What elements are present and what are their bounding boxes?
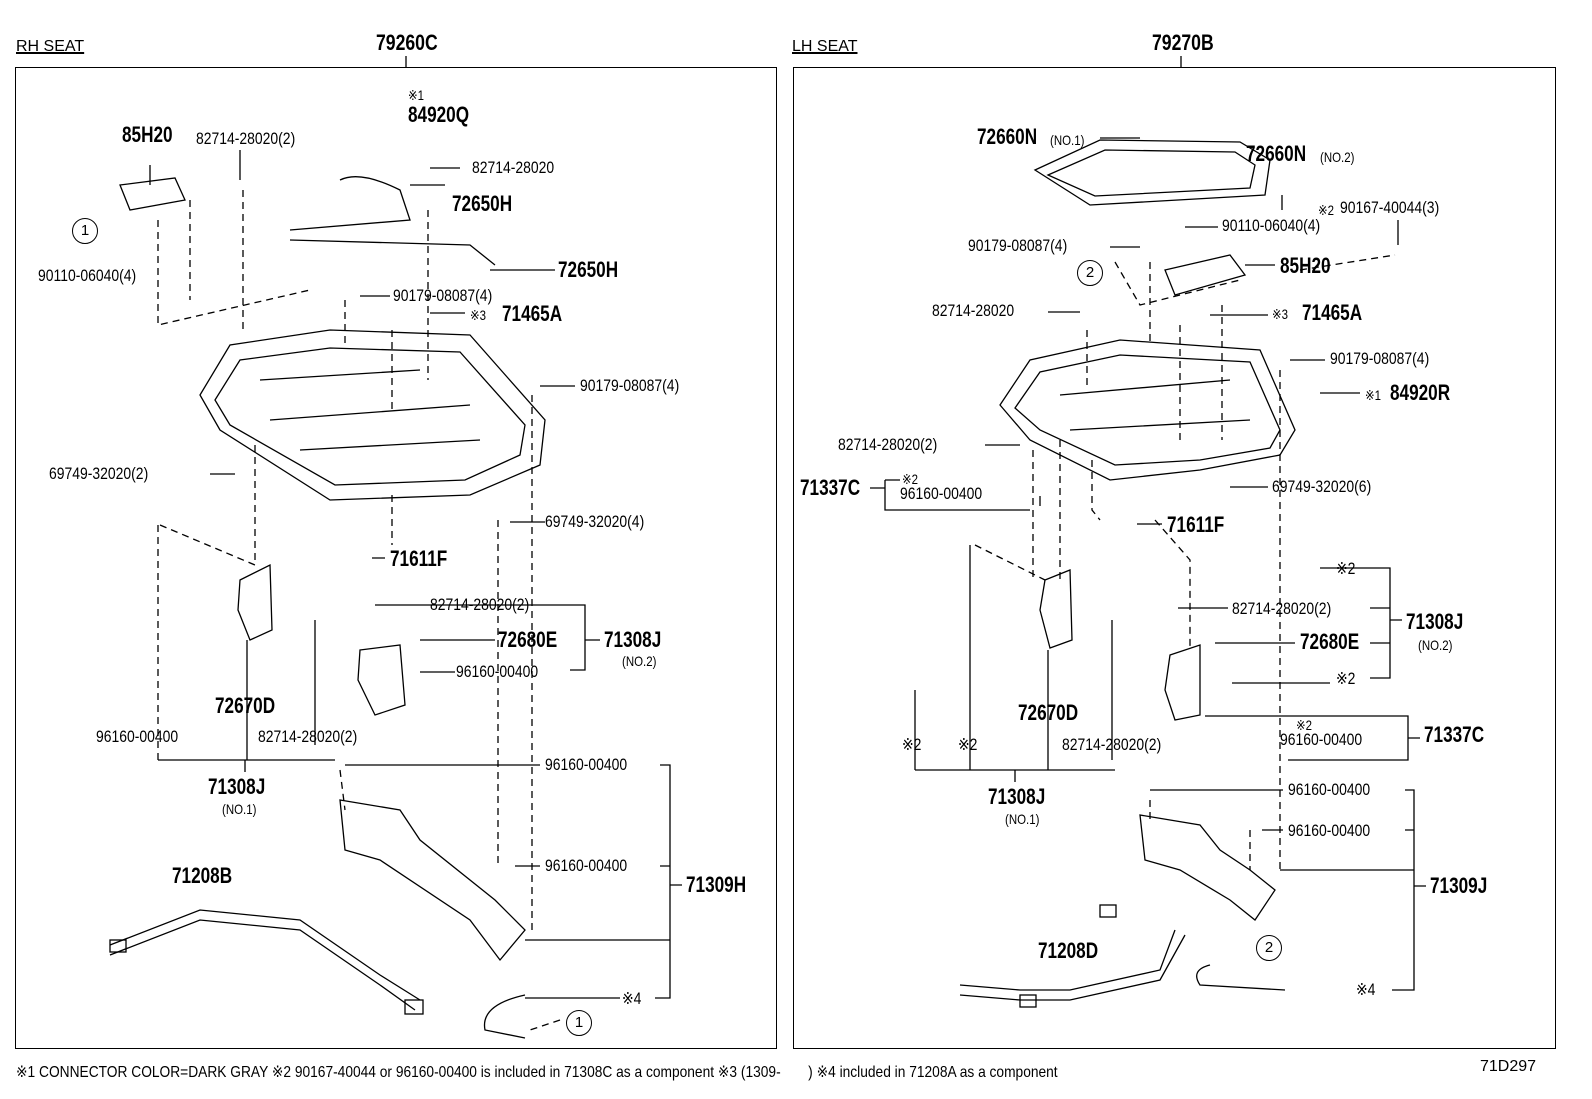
reference-circle: 2 <box>1077 260 1103 286</box>
part-label: 69749-32020(2) <box>49 464 149 483</box>
note-marker: ※2 <box>1296 717 1313 733</box>
part-label: 90179-08087(4) <box>1330 349 1430 368</box>
part-label-84920Q: 84920Q <box>408 102 470 127</box>
part-label: 90167-40044(3) <box>1340 198 1440 217</box>
part-label: 96160-00400 <box>545 755 628 774</box>
rh-seat-header: RH SEAT <box>16 38 85 55</box>
part-label-71208B: 71208B <box>172 863 233 888</box>
note-marker: ※2 <box>1318 202 1335 218</box>
part-label-71465A: 71465A <box>502 301 563 326</box>
note-marker: ※1 <box>408 87 425 103</box>
part-label-71308J: 71308J <box>208 774 266 799</box>
note-marker: ※4 <box>1356 980 1376 999</box>
part-label-84920R: 84920R <box>1390 380 1451 405</box>
part-label: 82714-28020(2) <box>258 727 358 746</box>
part-label-suffix: (NO.2) <box>622 653 657 669</box>
part-label-71308J: 71308J <box>1406 609 1464 634</box>
lh-seat-frame <box>959 139 1296 1008</box>
part-label-71465A: 71465A <box>1302 300 1363 325</box>
part-label: 69749-32020(6) <box>1272 477 1372 496</box>
reference-circle: 2 <box>1256 935 1282 961</box>
part-label-71309H: 71309H <box>686 872 747 897</box>
part-label-72660N: 72660N <box>1246 141 1307 166</box>
note-marker: ※2 <box>902 735 922 754</box>
part-label: 82714-28020(2) <box>1232 599 1332 618</box>
part-label: 82714-28020 <box>932 301 1015 320</box>
part-label-71611F: 71611F <box>390 546 448 571</box>
part-label-85H20: 85H20 <box>1280 253 1331 278</box>
part-label: 90110-06040(4) <box>1222 216 1321 235</box>
part-label: 82714-28020(2) <box>1062 735 1162 754</box>
part-label-85H20: 85H20 <box>122 122 173 147</box>
diagram-code: 71D297 <box>1480 1058 1537 1075</box>
footnote: ※1 CONNECTOR COLOR=DARK GRAY ※2 90167-40… <box>16 1064 1058 1081</box>
lh-seat-header: LH SEAT <box>792 38 858 55</box>
note-marker: ※2 <box>902 471 919 487</box>
part-label: 96160-00400 <box>900 484 983 503</box>
part-label-71337C: 71337C <box>800 475 861 500</box>
part-label: 96160-00400 <box>1288 780 1371 799</box>
part-label-suffix: (NO.1) <box>222 801 257 817</box>
rh-seat-frame <box>109 176 546 1039</box>
part-label: 96160-00400 <box>456 662 539 681</box>
part-label: 90179-08087(4) <box>968 236 1068 255</box>
part-label: 82714-28020 <box>472 158 555 177</box>
part-label-72650H: 72650H <box>452 191 513 216</box>
note-marker: ※2 <box>1336 559 1356 578</box>
part-label-71208D: 71208D <box>1038 938 1099 963</box>
note-marker: ※2 <box>958 735 978 754</box>
part-label-72680E: 72680E <box>498 627 558 652</box>
part-label-suffix: (NO.1) <box>1005 811 1040 827</box>
part-label-72650H: 72650H <box>558 257 619 282</box>
note-marker: ※1 <box>1365 387 1382 403</box>
part-label-71308J: 71308J <box>604 627 662 652</box>
part-label: 96160-00400 <box>545 856 628 875</box>
part-label: 90179-08087(4) <box>580 376 680 395</box>
part-label: 96160-00400 <box>96 727 179 746</box>
reference-circle: 1 <box>566 1010 592 1036</box>
lh-seat-panel <box>793 67 1556 1049</box>
part-label: 96160-00400 <box>1288 821 1371 840</box>
part-label-72670D: 72670D <box>215 693 276 718</box>
note-marker: ※3 <box>1272 306 1289 322</box>
part-label-72660N: 72660N <box>977 124 1038 149</box>
reference-circle: 1 <box>72 218 98 244</box>
note-marker: ※2 <box>1336 669 1356 688</box>
part-label-suffix: (NO.2) <box>1418 637 1453 653</box>
part-label-72670D: 72670D <box>1018 700 1079 725</box>
part-label-72680E: 72680E <box>1300 629 1360 654</box>
part-label: 90179-08087(4) <box>393 286 493 305</box>
part-label-71337C: 71337C <box>1424 722 1485 747</box>
part-label-71611F: 71611F <box>1167 512 1225 537</box>
lh-assembly-number: 79270B <box>1152 30 1214 55</box>
part-label-suffix: (NO.2) <box>1320 149 1355 165</box>
part-label-71309J: 71309J <box>1430 873 1488 898</box>
part-label: 82714-28020(2) <box>430 595 530 614</box>
note-marker: ※3 <box>470 307 487 323</box>
part-label: 96160-00400 <box>1280 730 1363 749</box>
part-label-71308J: 71308J <box>988 784 1046 809</box>
rh-seat-panel <box>15 67 777 1049</box>
part-label: 82714-28020(2) <box>196 129 296 148</box>
part-label: 90110-06040(4) <box>38 266 137 285</box>
note-marker: ※4 <box>622 989 642 1008</box>
part-label: 69749-32020(4) <box>545 512 645 531</box>
rh-assembly-number: 79260C <box>376 30 438 55</box>
part-label-suffix: (NO.1) <box>1050 132 1085 148</box>
part-label: 82714-28020(2) <box>838 435 938 454</box>
